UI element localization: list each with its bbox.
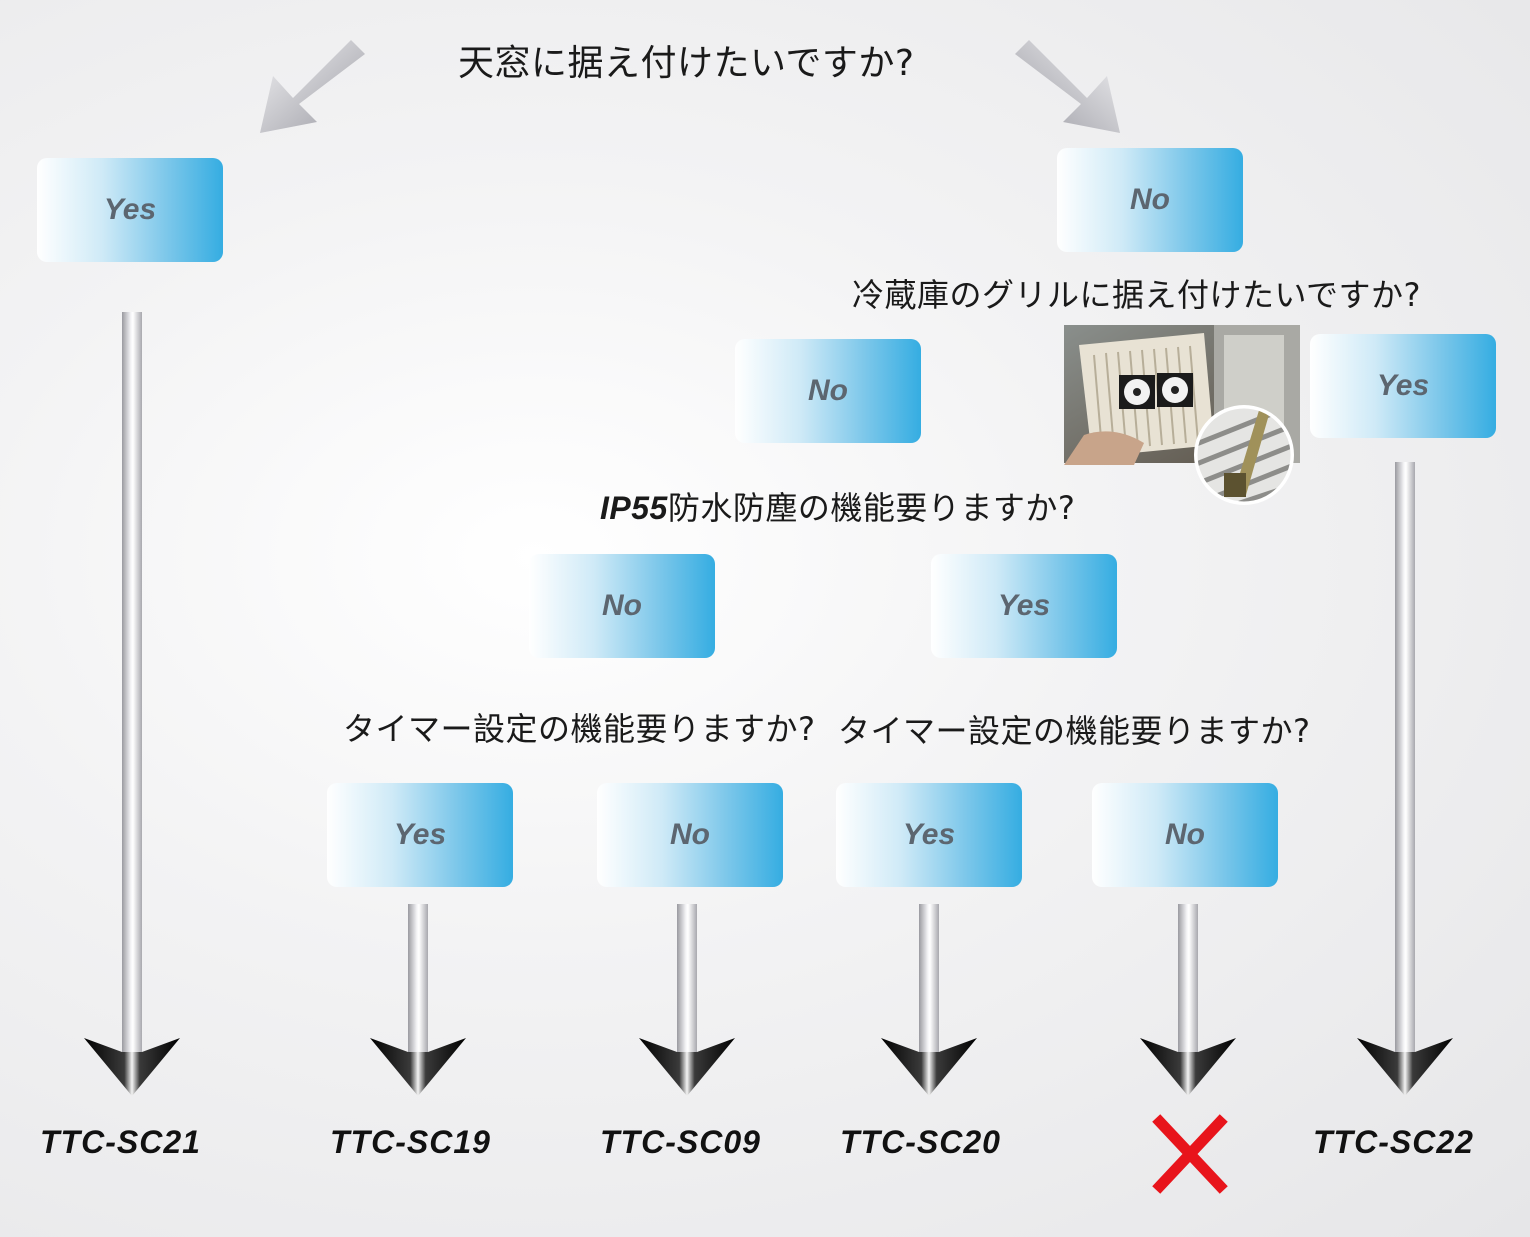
red-cross-icon (1152, 1114, 1228, 1194)
arrow-head-6 (1357, 1038, 1453, 1096)
ip55-label: IP55 (600, 490, 668, 526)
arrow-shaft-5 (1178, 904, 1198, 1052)
question-skylight: 天窓に据え付けたいですか? (458, 43, 915, 84)
arrow-head-4 (881, 1038, 977, 1096)
diagonal-arrow-left-icon (260, 40, 365, 133)
diagonal-arrow-right-icon (1015, 40, 1120, 133)
answer-timer-right-yes: Yes (836, 783, 1022, 887)
model-ttc-sc22: TTC-SC22 (1313, 1124, 1474, 1160)
arrow-shaft-2 (408, 904, 428, 1052)
answer-skylight-yes: Yes (37, 158, 223, 262)
arrow-head-5 (1140, 1038, 1236, 1096)
model-ttc-sc21: TTC-SC21 (40, 1124, 201, 1160)
model-ttc-sc09: TTC-SC09 (600, 1124, 761, 1160)
arrow-head-3 (639, 1038, 735, 1096)
answer-ip55-no: No (529, 554, 715, 658)
arrow-shaft-4 (919, 904, 939, 1052)
arrow-shaft-6 (1395, 462, 1415, 1052)
question-timer-right: タイマー設定の機能要りますか? (838, 712, 1311, 750)
answer-fridge-no: No (735, 339, 921, 443)
fridge-grill-photo (1064, 325, 1300, 505)
arrow-shaft-3 (677, 904, 697, 1052)
answer-skylight-no: No (1057, 148, 1243, 252)
answer-fridge-yes: Yes (1310, 334, 1496, 438)
model-ttc-sc20: TTC-SC20 (840, 1124, 1001, 1160)
arrow-shaft-1 (122, 312, 142, 1052)
question-fridge-grill: 冷蔵庫のグリルに据え付けたいですか? (852, 276, 1422, 314)
arrow-head-1 (84, 1038, 180, 1096)
question-ip55: IP55防水防塵の機能要りますか? (600, 483, 1075, 529)
answer-timer-left-no: No (597, 783, 783, 887)
question-timer-left: タイマー設定の機能要りますか? (343, 710, 816, 748)
answer-timer-right-no: No (1092, 783, 1278, 887)
model-ttc-sc19: TTC-SC19 (330, 1124, 491, 1160)
ip55-question-text: 防水防塵の機能要りますか? (667, 489, 1076, 527)
answer-ip55-yes: Yes (931, 554, 1117, 658)
arrow-head-2 (370, 1038, 466, 1096)
answer-timer-left-yes: Yes (327, 783, 513, 887)
